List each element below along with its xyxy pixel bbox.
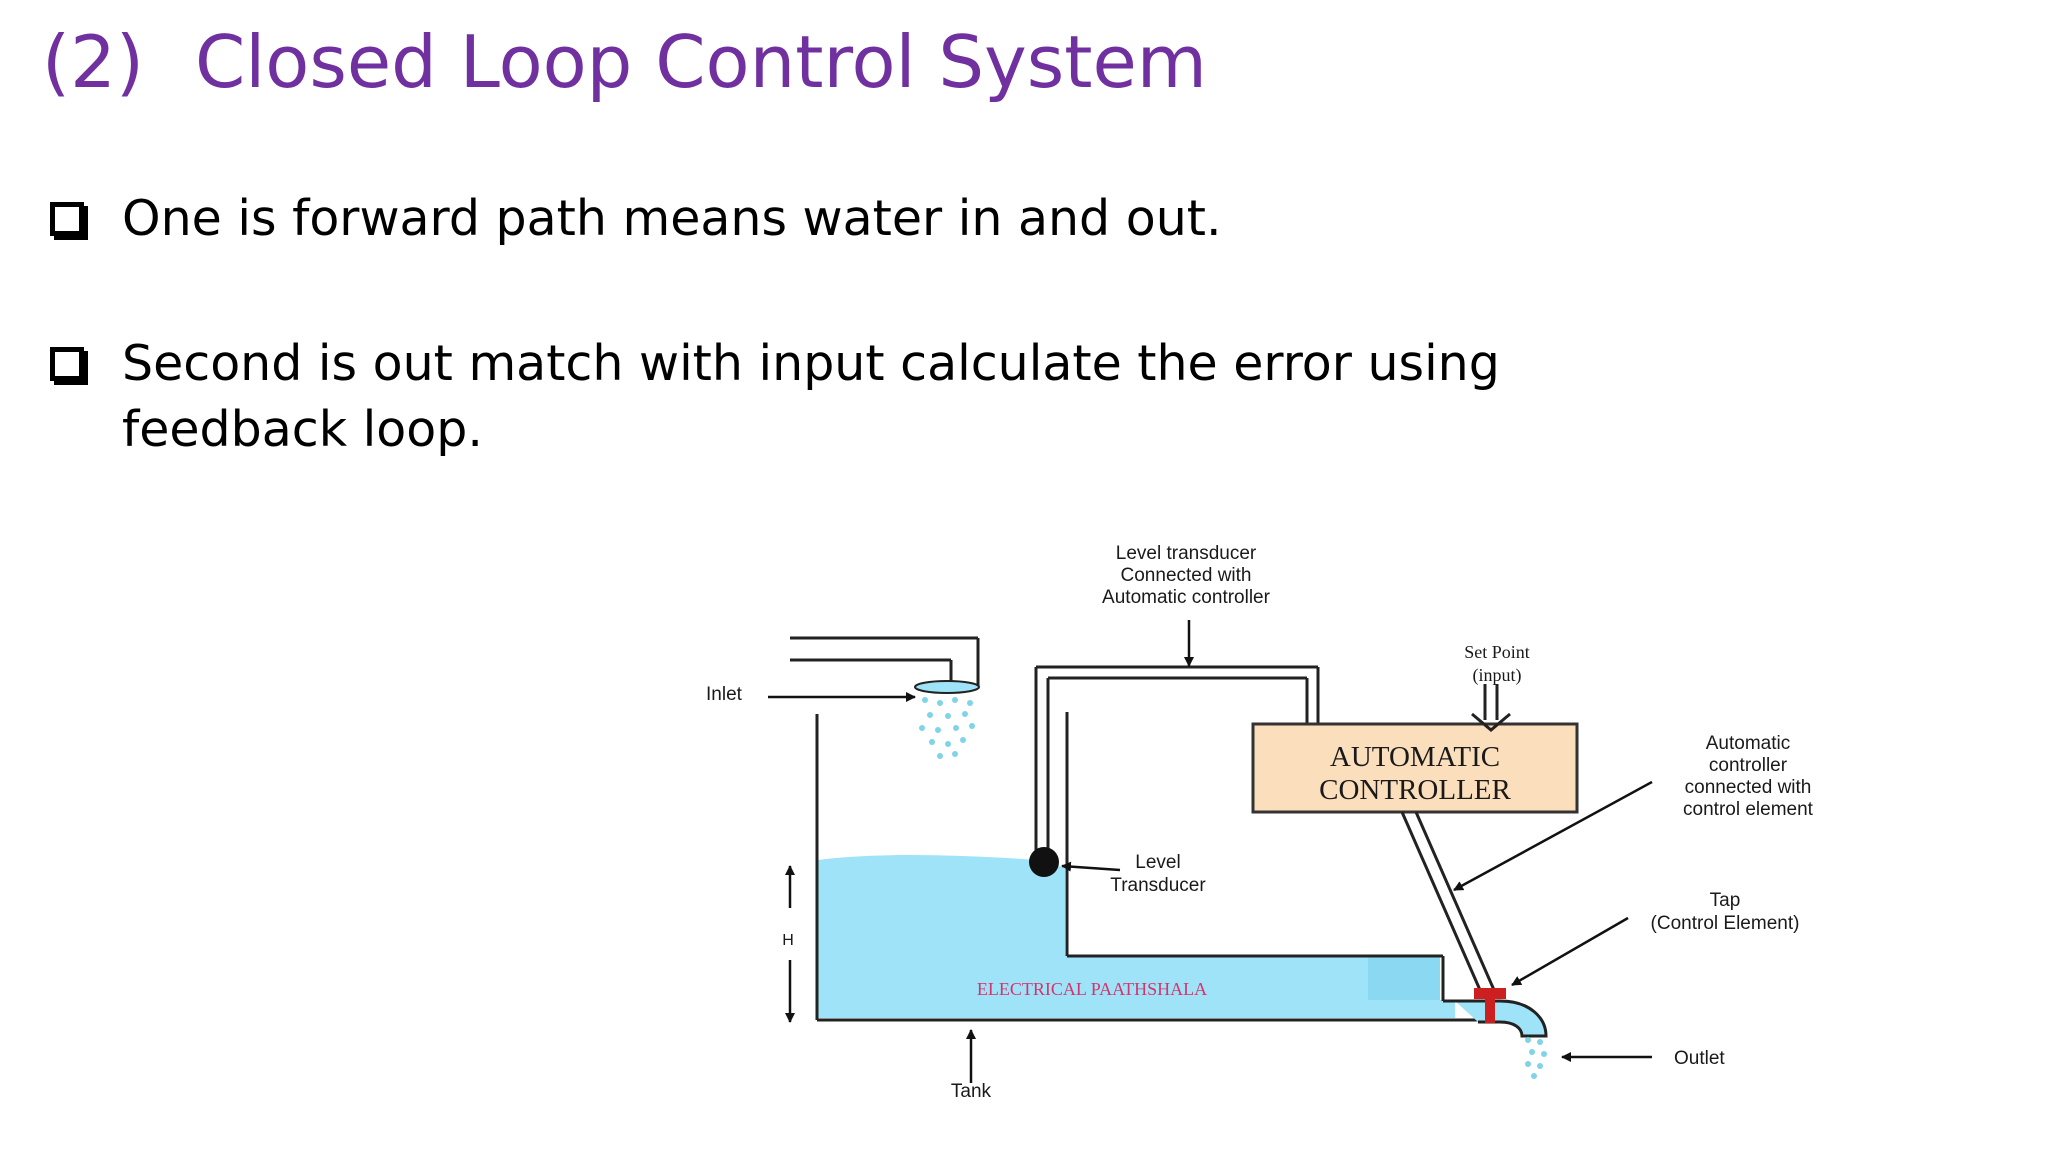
watermark-label: ELECTRICAL PAATHSHALA (977, 979, 1207, 999)
slide-title: (2) Closed Loop Control System (42, 12, 1207, 112)
level-float-icon (1029, 847, 1059, 877)
feedback-lines (1034, 665, 1320, 860)
water-highlight (1368, 956, 1440, 1000)
auto-controller-side-line-4: control element (1683, 799, 1814, 820)
water-drops (919, 697, 1547, 1079)
outlet-label: Outlet (1674, 1048, 1725, 1069)
level-transducer-line-1: Level (1135, 852, 1180, 873)
auto-controller-side-line-2: controller (1709, 755, 1788, 776)
outlet-pipe (1455, 999, 1548, 1038)
level-transducer-top-line-1: Level transducer (1116, 543, 1257, 564)
height-label: H (782, 932, 794, 949)
level-transducer-top-line-3: Automatic controller (1102, 587, 1271, 608)
auto-controller-side-line-1: Automatic (1706, 733, 1790, 754)
slide-title-number: (2) (42, 20, 144, 104)
set-point-line-1: Set Point (1464, 642, 1530, 662)
set-point-line-2: (input) (1473, 665, 1522, 686)
level-transducer-line-2: Transducer (1110, 875, 1206, 896)
bullet-text: One is forward path means water in and o… (122, 190, 1222, 247)
controller-line-2: CONTROLLER (1319, 774, 1511, 806)
inlet-label: Inlet (706, 684, 743, 705)
automatic-controller-box (1251, 722, 1579, 814)
tank-water (818, 855, 1455, 1018)
tap-control-element (1474, 988, 1506, 1023)
bullet-feedback-loop: Second is out match with input calculate… (50, 331, 1572, 463)
level-transducer-top-line-2: Connected with (1121, 565, 1252, 586)
annotation-arrows (768, 620, 1653, 1083)
set-point-arrow (1471, 684, 1511, 732)
checkbox-bullet-icon (50, 202, 84, 236)
tap-line-1: Tap (1710, 890, 1741, 911)
controller-tap-link (1400, 811, 1496, 991)
tap-line-2: (Control Element) (1651, 913, 1800, 934)
tank-label: Tank (951, 1081, 992, 1102)
bullet-text: Second is out match with input calculate… (122, 335, 1500, 458)
controller-line-1: AUTOMATIC (1330, 741, 1500, 773)
bullet-forward-path: One is forward path means water in and o… (50, 186, 1572, 252)
inlet-pipe (790, 636, 980, 686)
slide-title-text: Closed Loop Control System (195, 20, 1207, 104)
inlet-mouth (914, 680, 980, 694)
auto-controller-side-line-3: connected with (1685, 777, 1812, 798)
checkbox-bullet-icon (50, 347, 84, 381)
